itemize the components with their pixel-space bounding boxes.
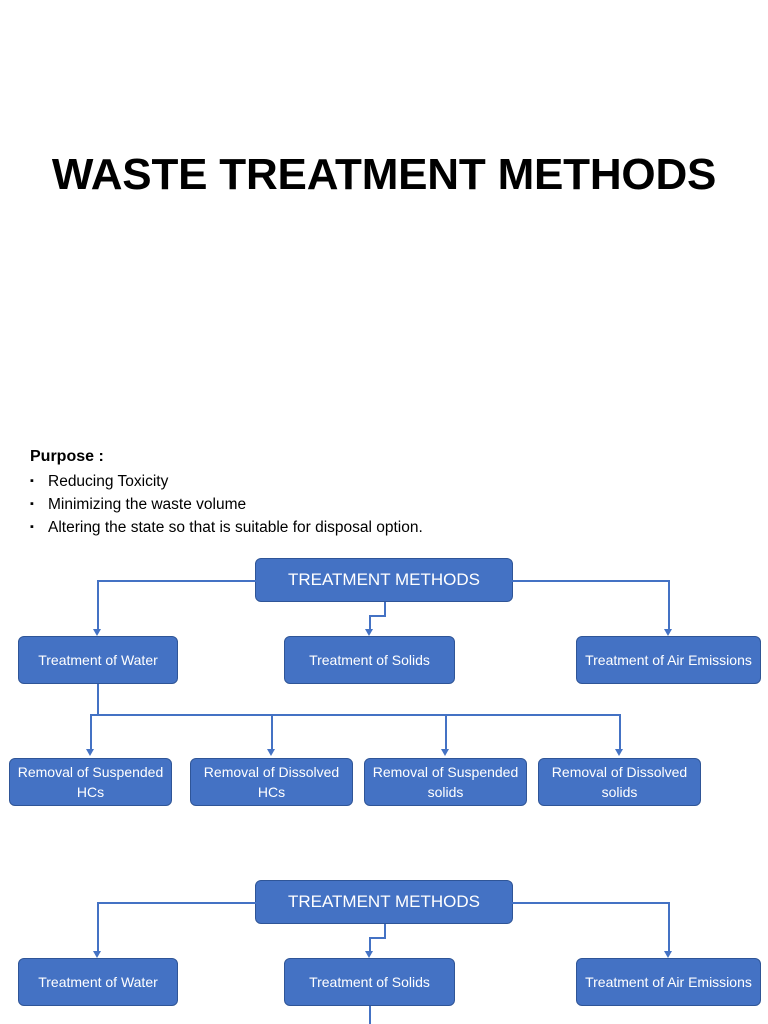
node-treatment-of-solids: Treatment of Solids: [284, 636, 455, 684]
arrow-down-icon: [664, 629, 672, 636]
connector-to-water: [97, 580, 99, 632]
node-treatment-of-water: Treatment of Water: [18, 636, 178, 684]
list-item-label: Minimizing the waste volume: [48, 496, 247, 513]
connector-to-water-2: [97, 902, 99, 954]
connector-root2-left: [98, 902, 256, 904]
list-item: ▪ Reducing Toxicity: [30, 470, 630, 493]
arrow-down-icon: [267, 749, 275, 756]
bullet-square-icon: ▪: [30, 498, 34, 510]
arrow-down-icon: [365, 629, 373, 636]
connector-root-right: [512, 580, 669, 582]
connector-to-solids: [369, 615, 371, 632]
connector-center2-stub-h: [369, 937, 386, 939]
connector-solids2-down: [369, 1006, 372, 1024]
page-title: WASTE TREATMENT METHODS: [51, 150, 717, 199]
bullet-square-icon: ▪: [30, 475, 34, 487]
connector-level3-bus: [90, 714, 620, 717]
arrow-down-icon: [86, 749, 94, 756]
connector-to-solids-2: [369, 937, 371, 954]
node-treatment-of-air-emissions: Treatment of Air Emissions: [576, 636, 761, 684]
connector-to-suspended-hcs: [90, 714, 92, 752]
list-item-label: Reducing Toxicity: [48, 473, 169, 490]
arrow-down-icon: [615, 749, 623, 756]
node-removal-of-suspended-hcs: Removal of Suspended HCs: [9, 758, 172, 806]
connector-center-stub-h: [369, 615, 386, 617]
bullet-square-icon: ▪: [30, 521, 34, 533]
connector-to-dissolved-hcs: [271, 714, 273, 752]
arrow-down-icon: [365, 951, 373, 958]
list-item: ▪ Minimizing the waste volume: [30, 493, 630, 516]
node-treatment-methods-root: TREATMENT METHODS: [255, 558, 513, 602]
connector-to-dissolved-solids: [619, 714, 621, 752]
node-removal-of-dissolved-hcs: Removal of Dissolved HCs: [190, 758, 353, 806]
connector-to-air: [668, 580, 670, 632]
arrow-down-icon: [93, 629, 101, 636]
node-removal-of-dissolved-solids: Removal of Dissolved solids: [538, 758, 701, 806]
connector-center-stub-v: [384, 602, 386, 616]
arrow-down-icon: [93, 951, 101, 958]
purpose-heading: Purpose :: [30, 448, 104, 465]
node-removal-of-suspended-solids: Removal of Suspended solids: [364, 758, 527, 806]
list-item: ▪ Altering the state so that is suitable…: [30, 516, 630, 539]
list-item-label: Altering the state so that is suitable f…: [48, 519, 423, 536]
node-treatment-of-solids-2: Treatment of Solids: [284, 958, 455, 1006]
connector-center2-stub-v: [384, 924, 386, 938]
connector-water-down: [97, 684, 100, 716]
node-treatment-methods-root-2: TREATMENT METHODS: [255, 880, 513, 924]
purpose-block: Purpose : ▪ Reducing Toxicity ▪ Minimizi…: [30, 447, 630, 539]
node-treatment-of-water-2: Treatment of Water: [18, 958, 178, 1006]
connector-to-air-2: [668, 902, 670, 954]
connector-root-left: [98, 580, 256, 582]
connector-to-suspended-solids: [445, 714, 447, 752]
connector-root2-right: [512, 902, 669, 904]
node-treatment-of-air-emissions-2: Treatment of Air Emissions: [576, 958, 761, 1006]
arrow-down-icon: [441, 749, 449, 756]
arrow-down-icon: [664, 951, 672, 958]
